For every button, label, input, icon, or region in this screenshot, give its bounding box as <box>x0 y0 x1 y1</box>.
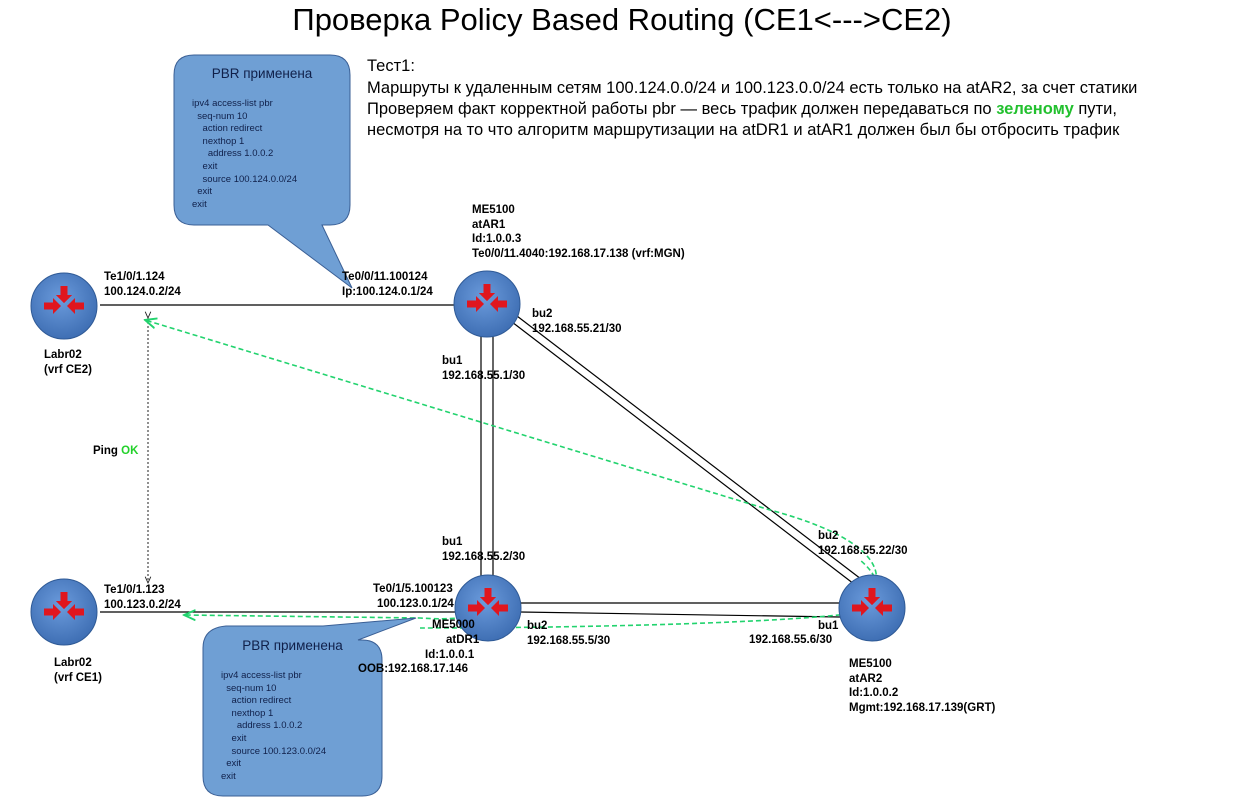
router-dr1-icon[interactable] <box>454 574 522 642</box>
router-dr1-oob: OOB:192.168.17.146 <box>358 663 468 675</box>
pbr-path-dr1-ce1 <box>184 612 487 619</box>
link-dr1-ar2 <box>519 602 841 618</box>
iface-ce1-ip: 100.123.0.2/24 <box>104 598 181 611</box>
callout-top-code: ipv4 access-list pbr seq-num 10 action r… <box>192 98 298 210</box>
router-ce2-name: Labr02 <box>44 349 82 361</box>
link-ar1-ar2-bu2 <box>511 315 862 585</box>
iface-ce1-name: Te1/0/1.123 <box>104 584 165 596</box>
router-dr1-model: ME5000 <box>432 619 475 631</box>
iface-ar2-bu2-ip: 192.168.55.22/30 <box>818 544 908 557</box>
router-ar2-mgmt: Mgmt:192.168.17.139(GRT) <box>849 701 996 714</box>
description-line-3: Проверяем факт корректной работы pbr — в… <box>367 99 1117 119</box>
description-line-1: Тест1: <box>367 57 415 75</box>
callout-bottom-shape <box>202 617 417 797</box>
description-line-3-post: пути, <box>1073 100 1117 118</box>
page-title: Проверка Policy Based Routing (CE1<--->C… <box>292 2 952 37</box>
description-line-4: несмотря на то что алгоритм маршрутизаци… <box>367 121 1120 139</box>
router-ar2-icon[interactable] <box>838 574 906 642</box>
iface-ar1-bu1-ip: 192.168.55.1/30 <box>442 369 526 382</box>
callout-bottom-code: ipv4 access-list pbr seq-num 10 action r… <box>221 670 327 782</box>
iface-ce2-ip: 100.124.0.2/24 <box>104 285 181 298</box>
iface-ar1-bu2-ip: 192.168.55.21/30 <box>532 322 622 335</box>
iface-ar2-bu2-name: bu2 <box>818 530 839 542</box>
ping-label: Ping <box>93 445 118 457</box>
iface-ce2-name: Te1/0/1.124 <box>104 271 165 283</box>
router-ce1-name: Labr02 <box>54 657 92 669</box>
iface-ar1-te: Te0/0/11.100124 Ip:100.124.0.1/24 <box>342 270 433 299</box>
router-ar2-model: ME5100 <box>849 658 892 670</box>
callout-top-title: PBR применена <box>211 66 313 81</box>
iface-ar2-bu2: bu2 192.168.55.22/30 <box>818 529 908 558</box>
description-line-2: Маршруты к удаленным сетям 100.124.0.0/2… <box>367 79 1138 97</box>
iface-dr1-bu2: bu2 192.168.55.5/30 <box>527 619 610 648</box>
iface-dr1-bu1-ip: 192.168.55.2/30 <box>442 550 526 563</box>
iface-ce1: Te1/0/1.123 100.123.0.2/24 <box>104 583 181 612</box>
iface-dr1-te-ip: 100.123.0.1/24 <box>377 598 454 610</box>
description-highlight: зеленому <box>996 100 1074 118</box>
router-ar1-model: ME5100 <box>472 204 515 216</box>
router-ce1-label: Labr02 (vrf CE1) <box>54 656 102 685</box>
router-ar1-id: Id:1.0.0.3 <box>472 233 522 245</box>
iface-ar1-bu1: bu1 192.168.55.1/30 <box>442 354 525 383</box>
router-ar2-label: ME5100 atAR2 Id:1.0.0.2 Mgmt:192.168.17.… <box>849 657 995 715</box>
router-ce1-vrf: (vrf CE1) <box>54 671 102 684</box>
iface-ar1-te-ip: Ip:100.124.0.1/24 <box>342 285 433 298</box>
router-ar1-mgmt: Te0/0/11.4040:192.168.17.138 (vrf:MGN) <box>472 247 685 260</box>
iface-ar1-te-name: Te0/0/11.100124 <box>342 271 428 283</box>
description-line-3-pre: Проверяем факт корректной работы pbr — в… <box>367 100 997 118</box>
router-ce2-icon[interactable] <box>30 272 98 340</box>
router-dr1-name: atDR1 <box>446 634 480 646</box>
callout-top-shape <box>173 54 353 289</box>
iface-dr1-bu2-name: bu2 <box>527 620 548 632</box>
iface-ar2-bu1-name: bu1 <box>818 620 839 632</box>
iface-dr1-bu2-ip: 192.168.55.5/30 <box>527 634 611 647</box>
router-ar1-icon[interactable] <box>453 270 521 338</box>
router-dr1-id: Id:1.0.0.1 <box>425 649 475 661</box>
ping-status: Ping OK <box>93 444 138 459</box>
iface-ar1-bu1-name: bu1 <box>442 355 463 367</box>
ping-ok-badge: OK <box>121 445 139 457</box>
router-ar1-name: atAR1 <box>472 218 506 231</box>
router-ce2-vrf: (vrf CE2) <box>44 363 92 376</box>
router-ar1-label: ME5100 atAR1 Id:1.0.0.3 Te0/0/11.4040:19… <box>472 203 685 261</box>
pbr-path-to-ce2 <box>145 320 878 598</box>
iface-ce2: Te1/0/1.124 100.124.0.2/24 <box>104 270 181 299</box>
iface-dr1-bu1-name: bu1 <box>442 536 463 548</box>
iface-dr1-te-name: Te0/1/5.100123 <box>373 583 453 595</box>
iface-ar1-bu2-name: bu2 <box>532 308 553 320</box>
router-ce2-label: Labr02 (vrf CE2) <box>44 348 92 377</box>
iface-ar1-bu2: bu2 192.168.55.21/30 <box>532 307 622 336</box>
callout-bottom-title: PBR применена <box>242 638 343 653</box>
router-ce1-icon[interactable] <box>30 578 98 646</box>
router-ar2-id: Id:1.0.0.2 <box>849 687 899 699</box>
link-ar1-dr1-bu1 <box>480 336 494 578</box>
router-ar2-name: atAR2 <box>849 672 883 685</box>
iface-dr1-bu1: bu1 192.168.55.2/30 <box>442 535 525 564</box>
iface-ar2-bu1-ip: 192.168.55.6/30 <box>749 634 833 646</box>
